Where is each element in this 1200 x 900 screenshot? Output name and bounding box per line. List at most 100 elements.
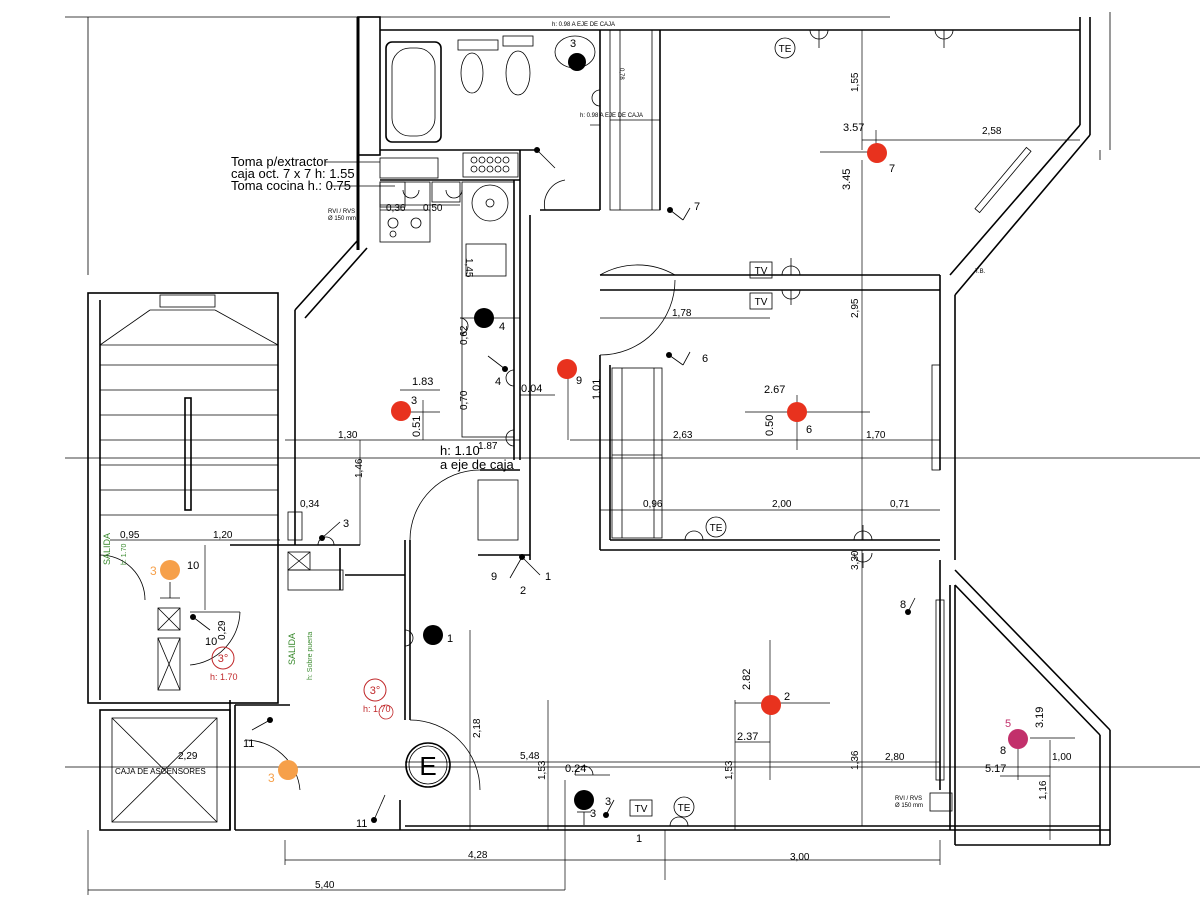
svg-text:2,18: 2,18 <box>472 718 483 738</box>
svg-text:7: 7 <box>694 201 700 213</box>
dimension-labels: 1,55 3.57 2,58 3.45 2,95 1,78 2.67 0.50 … <box>120 68 1072 891</box>
svg-text:Toma p/extractor: Toma p/extractor <box>231 154 328 169</box>
svg-text:0.24: 0.24 <box>565 763 586 775</box>
svg-text:h: 0.98 A EJE DE CAJA: h: 0.98 A EJE DE CAJA <box>580 113 643 119</box>
svg-text:0,70: 0,70 <box>459 390 470 410</box>
te-symbol <box>705 516 727 538</box>
svg-text:3: 3 <box>590 808 596 820</box>
notes: Toma p/extractor caja oct. 7 x 7 h: 1.55… <box>102 22 986 809</box>
svg-text:3: 3 <box>268 771 275 785</box>
svg-text:3: 3 <box>570 38 576 50</box>
svg-text:1: 1 <box>447 633 453 645</box>
light-point-red <box>391 401 411 421</box>
svg-text:2,63: 2,63 <box>673 430 693 441</box>
svg-text:1,53: 1,53 <box>724 760 735 780</box>
symbols: TE TE TE TV TV TV 3° 3° E <box>211 37 796 818</box>
svg-text:1,78: 1,78 <box>672 308 692 319</box>
svg-text:2: 2 <box>520 585 526 597</box>
svg-text:0,29: 0,29 <box>217 620 228 640</box>
svg-text:h: 1.70: h: 1.70 <box>363 704 391 714</box>
svg-text:a eje de caja: a eje de caja <box>440 457 514 472</box>
doors <box>99 179 676 791</box>
svg-text:9: 9 <box>491 571 497 583</box>
svg-text:caja oct. 7 x 7 h: 1.55: caja oct. 7 x 7 h: 1.55 <box>231 166 355 181</box>
svg-text:1,55: 1,55 <box>850 72 861 92</box>
svg-text:3,30: 3,30 <box>850 550 861 570</box>
light-point-orange <box>160 560 180 580</box>
svg-text:5.17: 5.17 <box>985 763 1006 775</box>
svg-text:5,40: 5,40 <box>315 880 335 891</box>
svg-text:3.19: 3.19 <box>1034 707 1046 728</box>
light-point-black <box>474 308 494 328</box>
svg-text:TE: TE <box>678 803 691 814</box>
svg-text:Toma cocina h.: 0.75: Toma cocina h.: 0.75 <box>231 178 351 193</box>
switches <box>190 147 916 823</box>
svg-text:11: 11 <box>356 818 367 830</box>
svg-text:3.57: 3.57 <box>843 122 864 134</box>
svg-text:1: 1 <box>636 833 642 845</box>
svg-text:3: 3 <box>411 395 417 407</box>
svg-text:1,20: 1,20 <box>213 530 233 541</box>
tv-symbol <box>749 261 773 279</box>
svg-text:TE: TE <box>710 523 723 534</box>
svg-text:0,50: 0,50 <box>423 203 443 214</box>
svg-text:h: 1.10: h: 1.10 <box>440 443 480 458</box>
light-point-red <box>787 402 807 422</box>
tv-symbol <box>749 292 773 310</box>
svg-text:3.45: 3.45 <box>841 169 853 190</box>
svg-text:3: 3 <box>150 564 157 578</box>
svg-text:SALIDA: SALIDA <box>287 633 297 665</box>
svg-text:0.51: 0.51 <box>411 416 423 437</box>
svg-text:h: 1.70: h: 1.70 <box>210 672 238 682</box>
svg-text:1.01: 1.01 <box>591 379 603 400</box>
svg-text:1.87: 1.87 <box>478 441 498 452</box>
svg-text:1,45: 1,45 <box>463 258 474 278</box>
light-point-magenta <box>1008 729 1028 749</box>
svg-text:3,00: 3,00 <box>790 852 810 863</box>
svg-text:0,36: 0,36 <box>386 203 406 214</box>
walls <box>65 12 1200 846</box>
svg-text:4: 4 <box>495 376 501 388</box>
svg-text:1,16: 1,16 <box>1038 780 1049 800</box>
svg-text:TV: TV <box>755 266 768 277</box>
light-point-black <box>423 625 443 645</box>
svg-text:TV: TV <box>755 297 768 308</box>
svg-text:10: 10 <box>205 636 217 648</box>
dimension-lines <box>87 30 1080 895</box>
svg-text:8: 8 <box>900 599 906 611</box>
light-point-orange <box>278 760 298 780</box>
svg-text:RVI / RVS: RVI / RVS <box>895 796 922 802</box>
svg-text:1,53: 1,53 <box>537 760 548 780</box>
svg-text:h: 0.98 A EJE DE CAJA: h: 0.98 A EJE DE CAJA <box>552 22 615 28</box>
svg-text:Ø 150 mm: Ø 150 mm <box>895 803 923 809</box>
svg-text:3°: 3° <box>370 685 381 697</box>
svg-text:3: 3 <box>605 796 611 808</box>
svg-text:1,46: 1,46 <box>354 458 365 478</box>
svg-text:TV: TV <box>635 804 648 815</box>
te-symbol <box>774 37 796 59</box>
svg-text:CAJA DE ASCENSORES: CAJA DE ASCENSORES <box>115 767 206 776</box>
svg-text:4: 4 <box>499 321 505 333</box>
svg-text:0.50: 0.50 <box>764 415 776 436</box>
svg-text:9: 9 <box>576 375 582 387</box>
svg-text:0,78: 0,78 <box>618 68 624 80</box>
entrance-symbol <box>405 742 451 788</box>
svg-text:RVI / RVS: RVI / RVS <box>328 209 355 215</box>
svg-text:Ø 150 mm: Ø 150 mm <box>328 216 356 222</box>
svg-text:10: 10 <box>187 560 199 572</box>
svg-text:2.67: 2.67 <box>764 384 785 396</box>
svg-text:2,80: 2,80 <box>885 752 905 763</box>
light-point-black <box>568 53 586 71</box>
light-points <box>160 53 1028 825</box>
svg-text:8: 8 <box>1000 745 1006 757</box>
svg-text:7: 7 <box>889 163 895 175</box>
svg-text:2.37: 2.37 <box>737 731 758 743</box>
svg-text:1,00: 1,00 <box>1052 752 1072 763</box>
svg-text:2,29: 2,29 <box>178 751 198 762</box>
svg-text:0,95: 0,95 <box>120 530 140 541</box>
svg-text:2,00: 2,00 <box>772 499 792 510</box>
svg-text:TE: TE <box>779 44 792 55</box>
svg-text:SALIDA: SALIDA <box>102 533 112 565</box>
light-point-red <box>761 695 781 715</box>
svg-text:4,28: 4,28 <box>468 850 488 861</box>
